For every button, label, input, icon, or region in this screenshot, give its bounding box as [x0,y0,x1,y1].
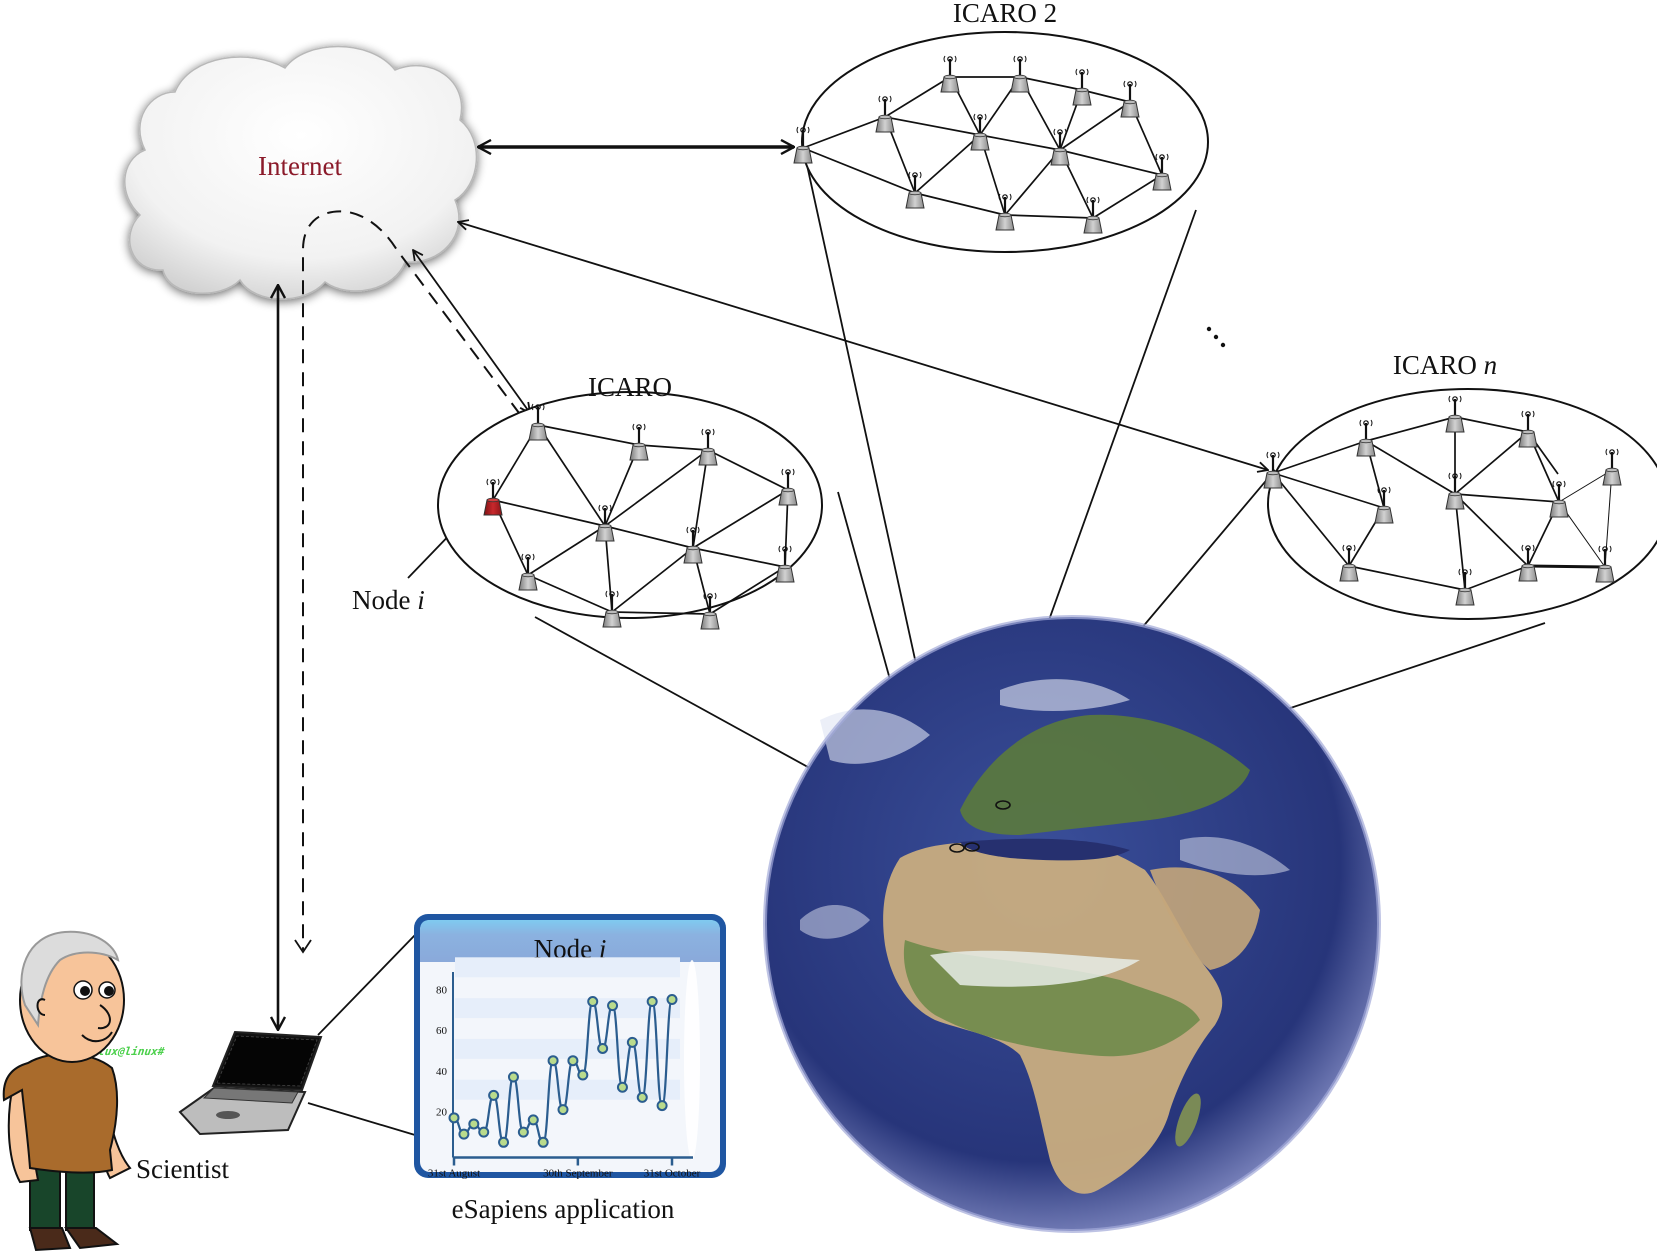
data-point [537,1136,549,1148]
data-point [488,1089,500,1101]
data-point [478,1126,490,1138]
grid-band [455,957,680,978]
internet-label: Internet [258,151,342,181]
location-marker [964,842,980,852]
data-point [547,1055,559,1067]
location-marker [949,843,965,853]
x-tick-label: 31st October [644,1168,701,1180]
app-title-bar [420,920,720,962]
arrow-internet-icaron [458,222,1268,470]
grid-band [455,998,680,1019]
y-tick-label: 20 [436,1107,448,1119]
earth-globe [763,615,1381,1233]
data-point [656,1100,668,1112]
data-point [527,1114,539,1126]
grid-band [455,1038,680,1059]
dashed-data-path [302,210,530,950]
icaro-label: ICARO [588,372,672,402]
network-icaro[interactable] [437,391,823,630]
data-point [607,1000,619,1012]
network-icaro2[interactable] [792,31,1209,253]
icaron-label: ICARO n [1393,350,1497,380]
data-point [507,1071,519,1083]
data-point [666,994,678,1005]
dashed-arrowhead [294,939,312,954]
data-point [448,1112,460,1124]
x-tick-label: 31st August [428,1168,480,1180]
laptop-app-link-top [317,934,416,1036]
laptop[interactable] [178,1030,323,1136]
data-point [567,1055,579,1067]
data-point [458,1128,470,1140]
laptop-app-link-bottom [307,1102,416,1136]
x-tick-label: 30th September [543,1168,613,1180]
data-point [626,1036,638,1048]
scientist-label: Scientist [136,1154,229,1184]
arrow-internet-icaro [413,250,530,413]
network-icaron[interactable] [1262,388,1657,620]
node-i-label: Node i [352,585,425,615]
data-point [517,1126,529,1138]
data-point [577,1069,589,1081]
data-point [587,996,599,1008]
data-point [636,1091,648,1103]
laptop-screen-text: tux@linux# [97,1045,165,1058]
scientist-figure [2,930,132,1252]
location-marker [995,800,1011,810]
y-tick-label: 80 [436,984,448,996]
data-point [468,1118,480,1130]
chart: 20 40 60 80 31st August 30th September 31st Oc… [428,957,701,1180]
internet-cloud[interactable] [124,45,478,300]
data-point [597,1042,609,1054]
more-networks-ellipsis [1206,326,1226,348]
app-caption: eSapiens application [452,1194,675,1224]
icaro2-label: ICARO 2 [953,0,1057,28]
y-tick-label: 40 [436,1066,448,1078]
data-point [557,1104,569,1116]
data-point [498,1136,510,1148]
y-tick-label: 60 [436,1025,448,1037]
data-point [616,1081,628,1093]
data-point [646,996,658,1008]
